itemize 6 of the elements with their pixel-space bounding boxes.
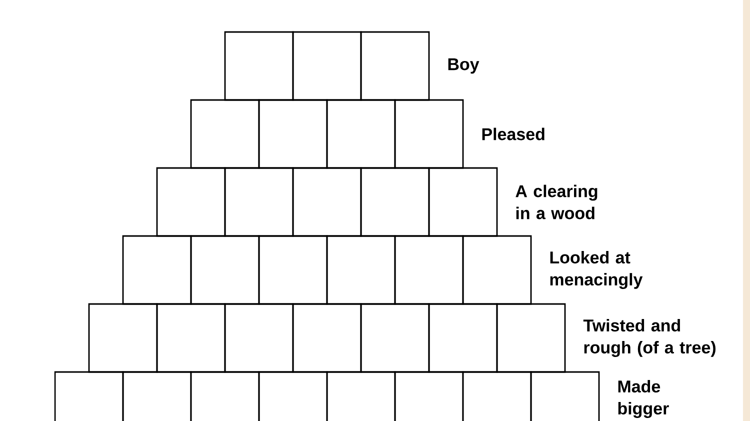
clue-text: Made bigger <box>618 380 669 418</box>
clue-text: Twisted and rough (of a tree) <box>583 319 716 357</box>
clue-text: Boy <box>448 58 480 74</box>
clue-text: A clearing in a wood <box>516 184 598 220</box>
clue-text: Looked at menacingly <box>550 251 643 289</box>
clue-text: Pleased <box>482 128 544 140</box>
